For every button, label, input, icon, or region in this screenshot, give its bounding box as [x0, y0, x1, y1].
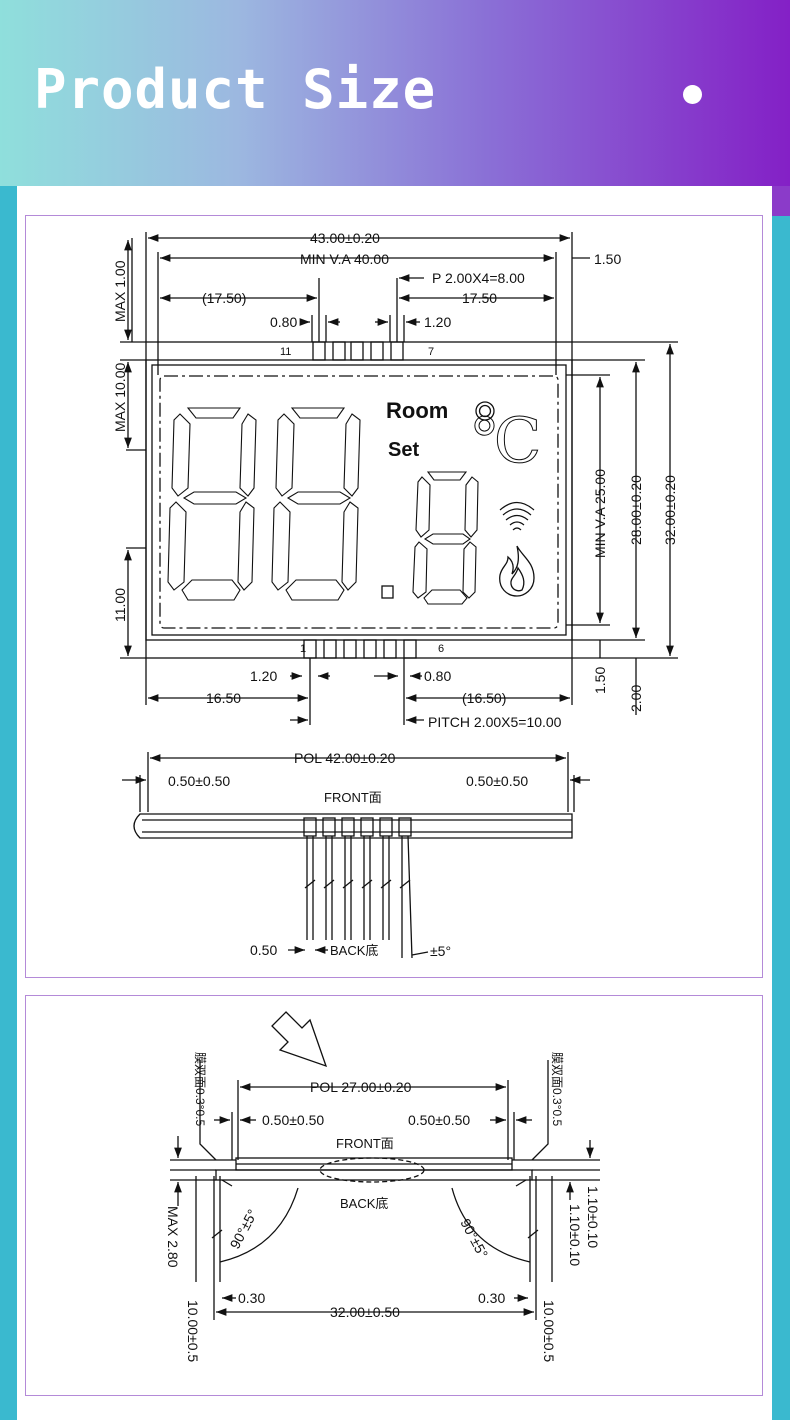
end-view-frame: [25, 995, 763, 1396]
dim-pitch-bottom: PITCH 2.00X5=10.00: [428, 714, 562, 730]
degree-circle: [475, 401, 495, 421]
side-front-label: FRONT面: [324, 790, 382, 805]
pin-label-6: 6: [438, 643, 444, 655]
lcd-inner-outline: [145, 359, 573, 641]
dim-pin-offset-bl: 16.50: [206, 690, 241, 706]
lcd-pol-outline: [151, 364, 567, 636]
dim-pin-width-br: 0.80: [424, 668, 451, 684]
dim-edge-b1: 1.50: [592, 667, 608, 694]
dim-pin-offset-left: (17.50): [202, 290, 246, 306]
dim-height-inner: 28.00±0.20: [628, 475, 644, 545]
end-pin-gap-left: 0.30: [238, 1290, 265, 1306]
dim-min-va-height: MIN V.A 25.00: [592, 469, 608, 558]
side-margin-left: 0.50±0.50: [168, 773, 230, 789]
end-back-label: BACK底: [340, 1196, 388, 1211]
digit-2: [271, 407, 361, 601]
dim-pin-width-bl: 1.20: [250, 668, 277, 684]
end-pol: POL 27.00±0.20: [310, 1079, 412, 1095]
side-angle: ±5°: [430, 943, 451, 959]
wifi-icon: [499, 501, 535, 531]
dim-height-outer: 32.00±0.20: [662, 475, 678, 545]
dim-pitch-top: P 2.00X4=8.00: [432, 270, 525, 286]
side-view-drawing: [122, 752, 590, 959]
top-view-labels: 43.00±0.20 MIN V.A 40.00 P 2.00X4=8.00 1…: [112, 230, 678, 730]
celsius-label: ℃: [472, 404, 541, 477]
dim-bottom-left: 11.00: [112, 588, 128, 622]
end-angle-left: 90°±5°: [227, 1207, 261, 1252]
decimal-point: [381, 585, 394, 599]
end-margin-left: 0.50±0.50: [262, 1112, 324, 1128]
dim-max-pin: MAX 10.00: [112, 363, 128, 432]
pin-label-7: 7: [428, 346, 434, 358]
dim-min-va: MIN V.A 40.00: [300, 251, 389, 267]
dim-pin-offset-right: 17.50: [462, 290, 497, 306]
page-header: Product Size: [0, 0, 790, 186]
header-dot: [683, 85, 702, 104]
end-note-right: 膜双面0.3°0.5: [550, 1052, 564, 1126]
end-pin-gap-right: 0.30: [478, 1290, 505, 1306]
side-pin-width: 0.50: [250, 942, 277, 958]
end-thickness-2: 1.10±0.10: [567, 1204, 583, 1266]
lcd-outer-outline: [145, 341, 573, 659]
dim-max-top: MAX 1.00: [112, 260, 128, 322]
set-label: Set: [388, 439, 419, 461]
flame-icon: [499, 545, 535, 597]
dim-edge-right: 1.50: [594, 251, 621, 267]
bottom-pins: [303, 639, 417, 659]
dim-pin-offset-br: (16.50): [462, 690, 506, 706]
dim-edge-b2: 2.00: [628, 685, 644, 712]
accent-strip: [772, 186, 790, 216]
end-glass-left: 10.00±0.5: [185, 1300, 201, 1362]
dim-overall-width: 43.00±0.20: [310, 230, 380, 246]
dim-pin-width-right: 1.20: [424, 314, 451, 330]
room-label: Room: [386, 398, 448, 423]
pin-label-1: 1: [300, 643, 306, 655]
digit-1: [167, 407, 257, 601]
digit-3: [412, 471, 479, 605]
end-margin-right: 0.50±0.50: [408, 1112, 470, 1128]
end-note-left: 膜双面0.3°0.5: [193, 1052, 207, 1126]
end-pin-span: 32.00±0.50: [330, 1304, 400, 1320]
end-max-height: MAX 2.80: [165, 1206, 181, 1268]
side-view-labels: POL 42.00±0.20 0.50±0.50 0.50±0.50 FRONT…: [168, 750, 528, 959]
page-title: Product Size: [34, 58, 437, 121]
dim-pin-width-left: 0.80: [270, 314, 297, 330]
end-glass-right: 10.00±0.5: [541, 1300, 557, 1362]
top-pins: [312, 341, 404, 361]
pointer-arrow-icon: [271, 1011, 328, 1068]
side-margin-right: 0.50±0.50: [466, 773, 528, 789]
side-pol: POL 42.00±0.20: [294, 750, 396, 766]
end-thickness-1: 1.10±0.10: [585, 1186, 601, 1248]
view-area-outline: [159, 375, 559, 629]
side-back-label: BACK底: [330, 943, 378, 958]
end-view-drawing: [170, 1011, 600, 1320]
pin-label-11: 11: [280, 346, 291, 358]
end-view-labels: POL 27.00±0.20 0.50±0.50 0.50±0.50 FRONT…: [165, 1052, 601, 1362]
end-angle-right: 90°±5°: [457, 1216, 491, 1261]
top-view-drawing: [120, 232, 678, 725]
end-front-label: FRONT面: [336, 1136, 394, 1151]
